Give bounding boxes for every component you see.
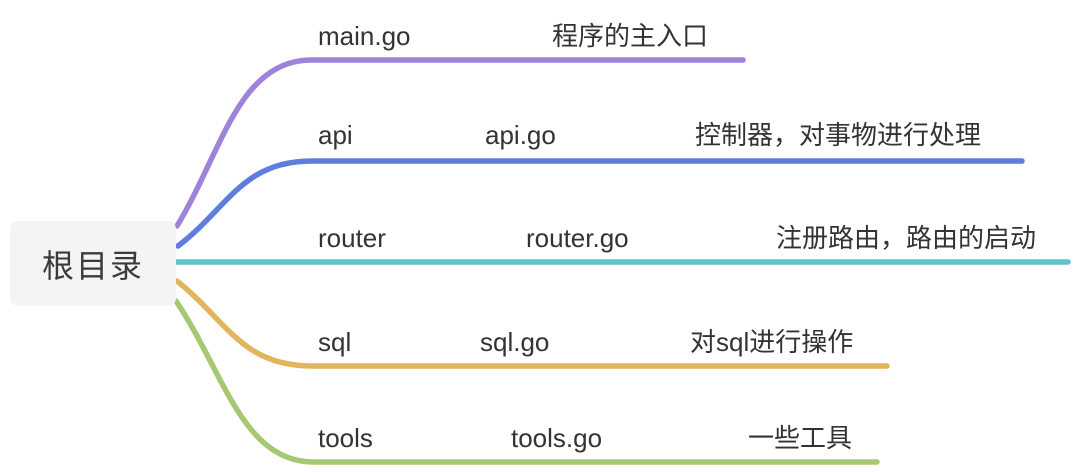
branch-line-api bbox=[175, 158, 1025, 249]
node-tools[interactable]: tools bbox=[318, 423, 373, 453]
branch-line-tools bbox=[173, 298, 880, 465]
node-api-go-note[interactable]: 控制器，对事物进行处理 bbox=[695, 120, 982, 150]
node-main-go-note[interactable]: 程序的主入口 bbox=[552, 21, 709, 51]
node-sql-go[interactable]: sql.go bbox=[480, 327, 550, 357]
node-router-go[interactable]: router.go bbox=[526, 223, 629, 253]
node-router[interactable]: router bbox=[318, 223, 386, 253]
node-api[interactable]: api bbox=[318, 120, 353, 150]
node-main-go[interactable]: main.go bbox=[318, 21, 411, 51]
node-tools-go-note[interactable]: 一些工具 bbox=[748, 423, 853, 453]
node-api-go[interactable]: api.go bbox=[485, 120, 556, 150]
node-tools-go[interactable]: tools.go bbox=[511, 423, 603, 453]
branch-line-sql bbox=[174, 278, 890, 369]
node-sql-go-note[interactable]: 对sql进行操作 bbox=[690, 327, 854, 357]
branch-line-main bbox=[174, 57, 746, 229]
node-sql[interactable]: sql bbox=[318, 327, 352, 357]
root-node[interactable]: 根目录 bbox=[10, 221, 176, 306]
node-router-go-note[interactable]: 注册路由，路由的启动 bbox=[776, 223, 1037, 253]
